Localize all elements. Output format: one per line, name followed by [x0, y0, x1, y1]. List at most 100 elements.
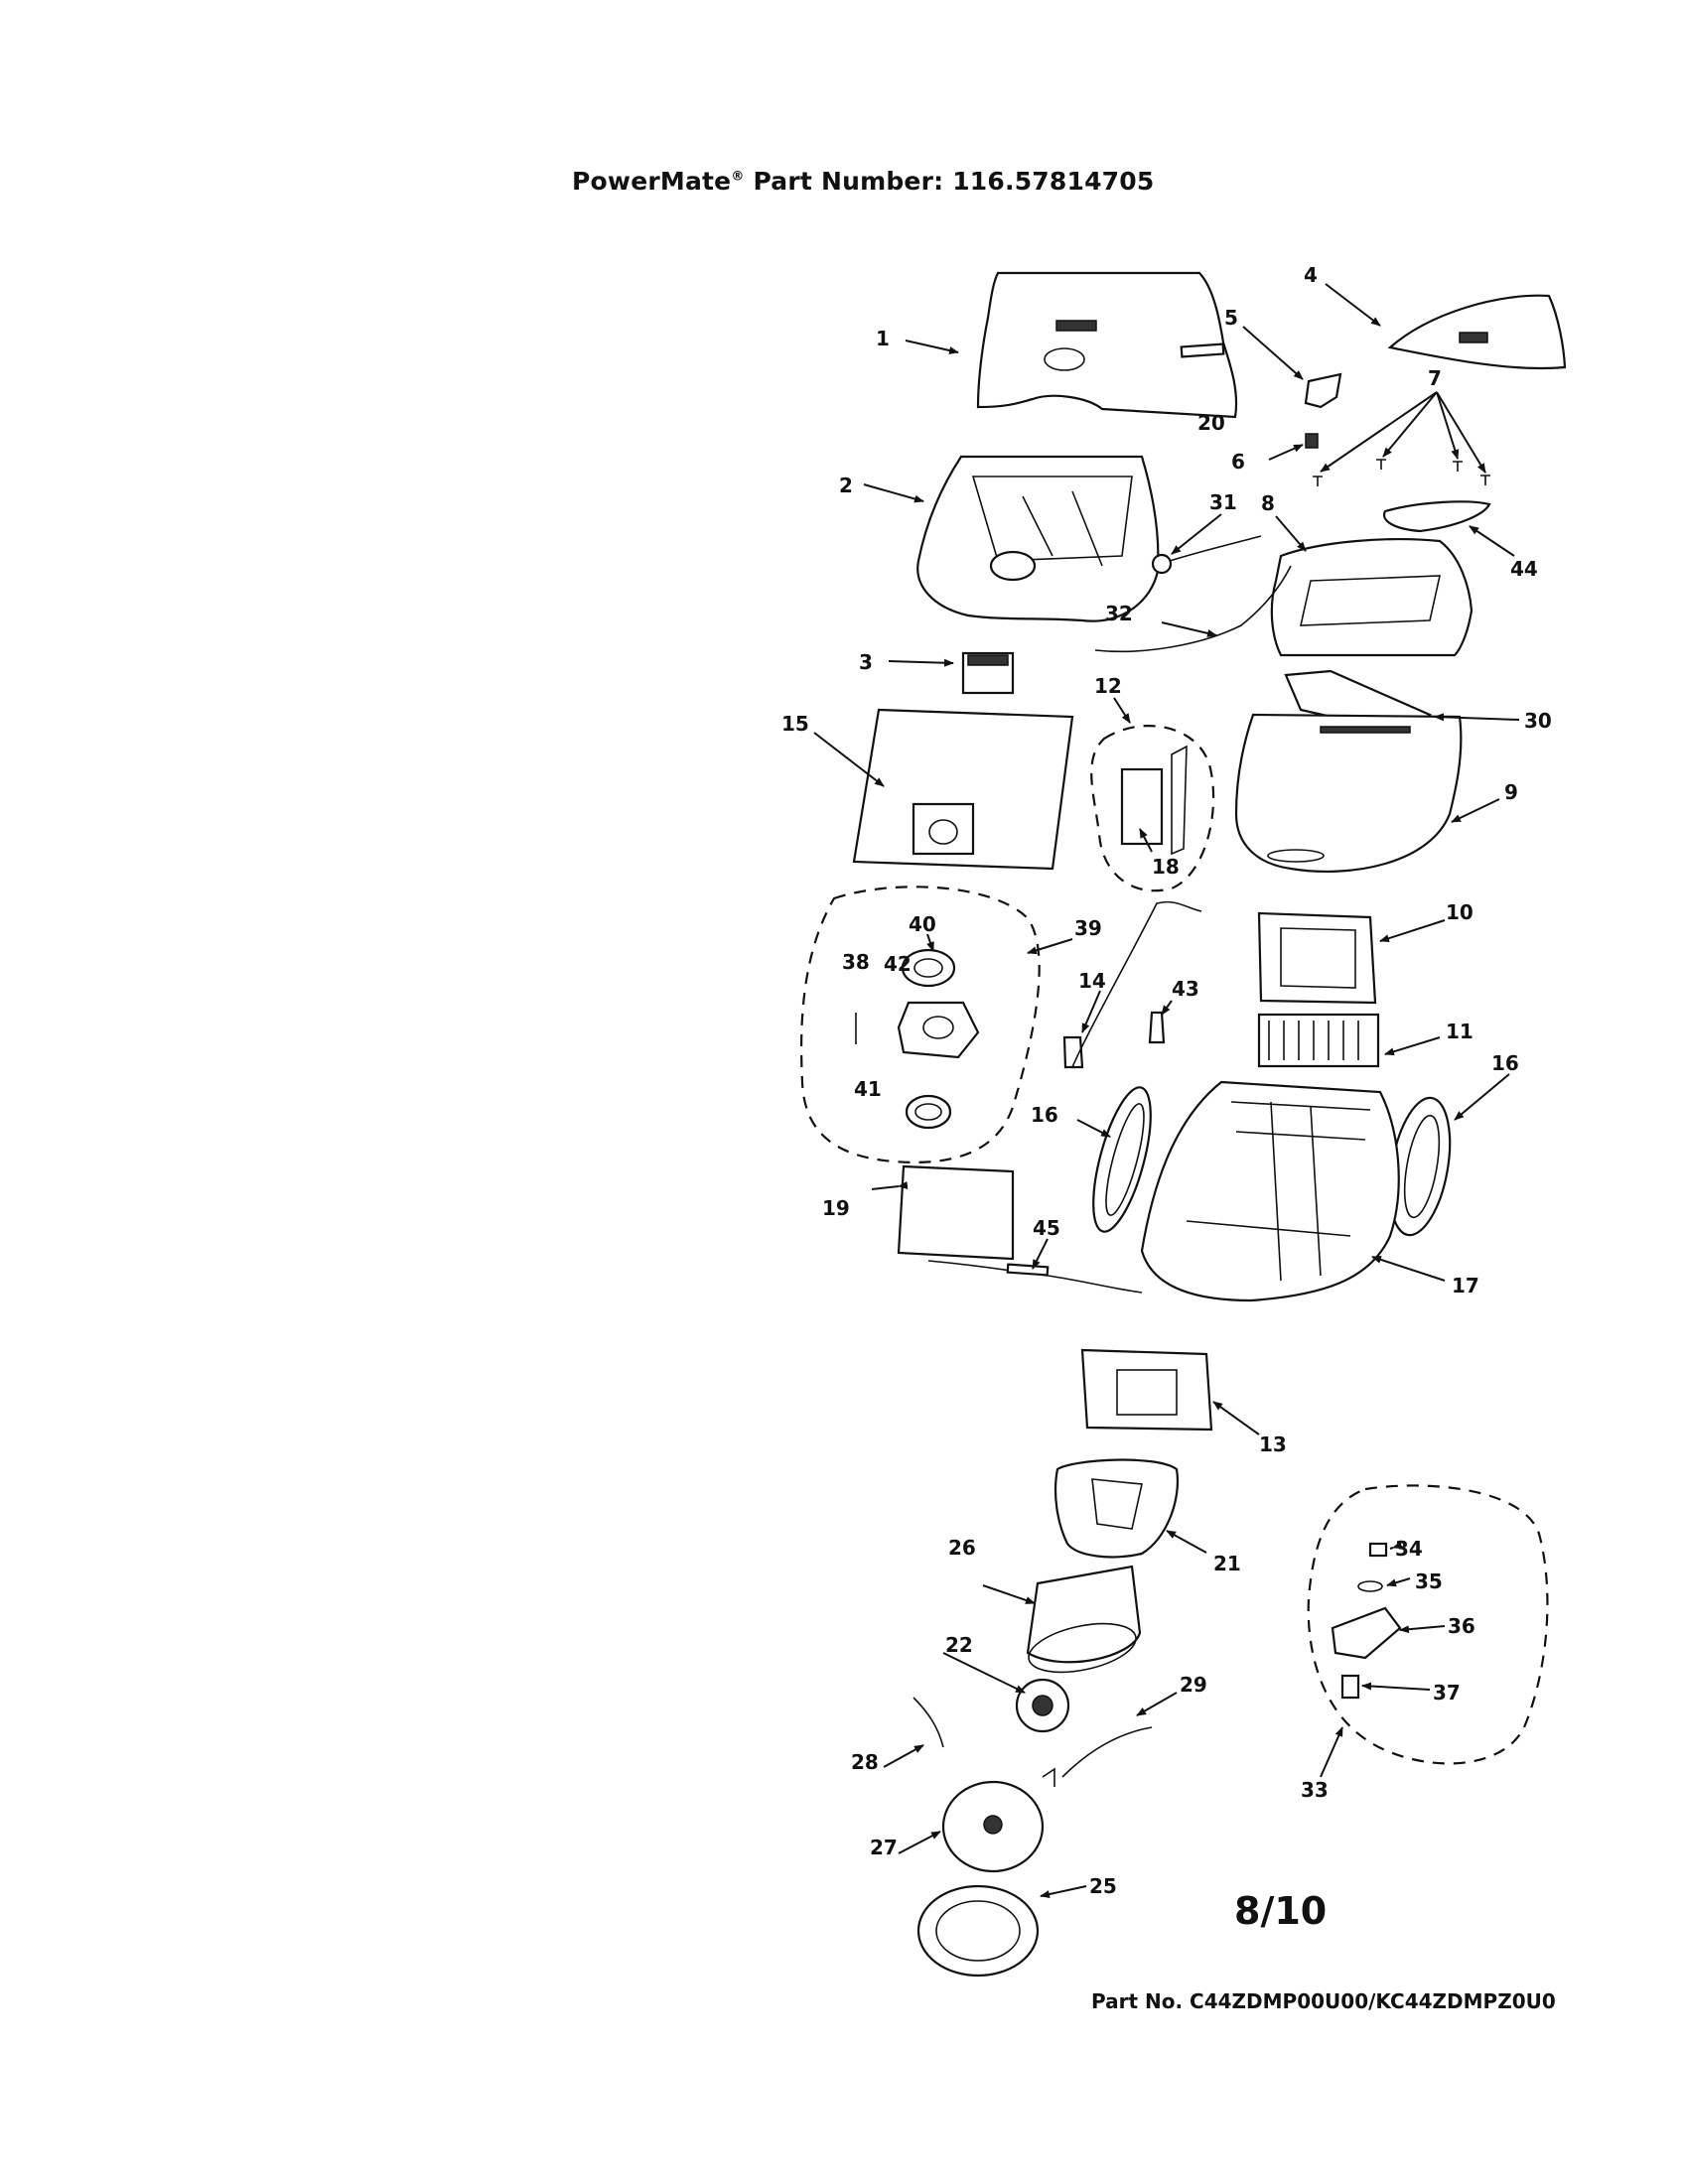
- part-41-gasket-inner: [914, 1103, 942, 1121]
- part-19-pad: [897, 1164, 1015, 1261]
- callout-22: 22: [945, 1633, 973, 1657]
- part-36-switch-plate: [1331, 1606, 1402, 1660]
- part-22-fan-hub: [1032, 1695, 1053, 1716]
- callout-20: 20: [1197, 411, 1225, 435]
- page-title: PowerMate® Part Number: 116.57814705: [572, 167, 1154, 196]
- part-13-filter-window: [1116, 1369, 1178, 1416]
- callout-9: 9: [1504, 780, 1518, 804]
- part-40-ring-inner: [913, 958, 943, 978]
- part-35-washer: [1357, 1580, 1383, 1592]
- callout-19: 19: [822, 1196, 850, 1220]
- callout-35: 35: [1415, 1570, 1443, 1593]
- callout-2: 2: [839, 474, 853, 497]
- callout-27: 27: [870, 1836, 898, 1859]
- part-14-cable: [1071, 900, 1202, 1068]
- callout-17: 17: [1452, 1274, 1479, 1297]
- callout-18: 18: [1152, 855, 1180, 879]
- callout-26: 26: [948, 1536, 976, 1560]
- callout-12: 12: [1094, 674, 1122, 698]
- callout-15: 15: [781, 712, 809, 736]
- part-3-clip-top: [967, 654, 1009, 666]
- callout-13: 13: [1259, 1433, 1287, 1456]
- callout-44: 44: [1510, 557, 1538, 581]
- part-15-bag: [852, 708, 1074, 871]
- part-5-latch: [1304, 372, 1342, 409]
- group-outline-39: [800, 886, 1041, 1163]
- callout-37: 37: [1433, 1681, 1461, 1705]
- callout-41: 41: [854, 1077, 882, 1101]
- part-21-motor-housing: [1053, 1458, 1179, 1559]
- part-8-inner: [1299, 575, 1442, 626]
- part-26-can-rim: [1028, 1622, 1137, 1674]
- callout-43: 43: [1172, 977, 1199, 1001]
- callout-16-left: 16: [1031, 1103, 1058, 1127]
- part-27-motor-shaft: [983, 1815, 1003, 1835]
- callout-4: 4: [1304, 263, 1318, 287]
- part-42-adapter-hole: [922, 1016, 954, 1039]
- part-11-hepa-filter: [1257, 1013, 1380, 1068]
- brand-name: PowerMate: [572, 167, 732, 196]
- callout-34: 34: [1395, 1537, 1423, 1561]
- part-16-wheel-right-rim: [1403, 1114, 1441, 1219]
- registered-mark: ®: [731, 169, 745, 185]
- callout-labels: 1 2 3 4 5 6 7 8 9 10 11 12 13 14 15 16 1…: [781, 263, 1552, 1898]
- callout-38: 38: [842, 950, 870, 974]
- callout-25: 25: [1089, 1874, 1117, 1898]
- callout-8: 8: [1261, 491, 1275, 515]
- footer-part-number: Part No. C44ZDMP00U00/KC44ZDMPZ0U0: [1091, 1989, 1556, 2013]
- callout-36: 36: [1448, 1614, 1475, 1638]
- part-4-slot: [1459, 332, 1488, 343]
- part-41-gasket: [905, 1094, 952, 1130]
- part-42-adapter: [897, 1001, 980, 1059]
- part-14-plug: [1062, 1035, 1084, 1069]
- callout-1: 1: [876, 327, 890, 350]
- part-2-top-housing: [916, 455, 1160, 622]
- part-7-screws: [1313, 459, 1490, 486]
- part-number-label: Part Number: 116.57814705: [744, 167, 1155, 196]
- part-12-frame: [1171, 745, 1188, 856]
- callout-3: 3: [859, 650, 873, 674]
- part-21-inner: [1091, 1478, 1143, 1530]
- part-2-inner-detail: [971, 476, 1133, 567]
- part-29-wire: [1061, 1726, 1153, 1778]
- callout-11: 11: [1446, 1020, 1474, 1043]
- part-1-lid-port: [1044, 347, 1085, 371]
- part-15-bag-collar: [912, 802, 975, 856]
- part-31-wire: [1169, 535, 1262, 562]
- part-9-handle: [1267, 849, 1325, 863]
- part-2-inlet: [989, 550, 1037, 582]
- part-32-wire: [1094, 565, 1292, 653]
- part-25-ring: [916, 1884, 1040, 1978]
- part-9-vent: [1320, 726, 1411, 734]
- part-6-spring: [1305, 433, 1319, 449]
- part-17-inner-ribs: [1186, 1101, 1371, 1282]
- part-1-lid-slot: [1055, 320, 1097, 332]
- part-10-grid: [1280, 927, 1356, 989]
- callout-42: 42: [884, 952, 912, 976]
- callout-39: 39: [1074, 916, 1102, 940]
- callout-21: 21: [1213, 1552, 1241, 1575]
- callout-40: 40: [909, 912, 936, 936]
- part-31-connector: [1151, 553, 1173, 575]
- part-34-nut: [1368, 1542, 1388, 1558]
- callout-7: 7: [1428, 366, 1442, 390]
- leader-lines: [813, 283, 1520, 1898]
- callout-10: 10: [1446, 900, 1474, 924]
- callout-30: 30: [1524, 709, 1552, 733]
- callout-32: 32: [1105, 602, 1133, 625]
- callout-28: 28: [851, 1750, 879, 1774]
- callout-14: 14: [1078, 969, 1106, 993]
- callout-6: 6: [1231, 450, 1245, 474]
- part-28-wire: [912, 1697, 944, 1748]
- part-16-wheel-left: [1092, 1086, 1152, 1233]
- part-20-strip: [1180, 342, 1225, 358]
- part-26-motor-can: [1026, 1565, 1142, 1664]
- callout-16-right: 16: [1491, 1051, 1519, 1075]
- part-44-lens: [1382, 500, 1491, 533]
- callout-29: 29: [1180, 1673, 1207, 1697]
- part-27-motor-tab: [1042, 1767, 1055, 1787]
- callout-45: 45: [1033, 1216, 1060, 1240]
- part-16-wheel-left-rim: [1105, 1103, 1145, 1216]
- part-45-sleeve: [1006, 1263, 1050, 1277]
